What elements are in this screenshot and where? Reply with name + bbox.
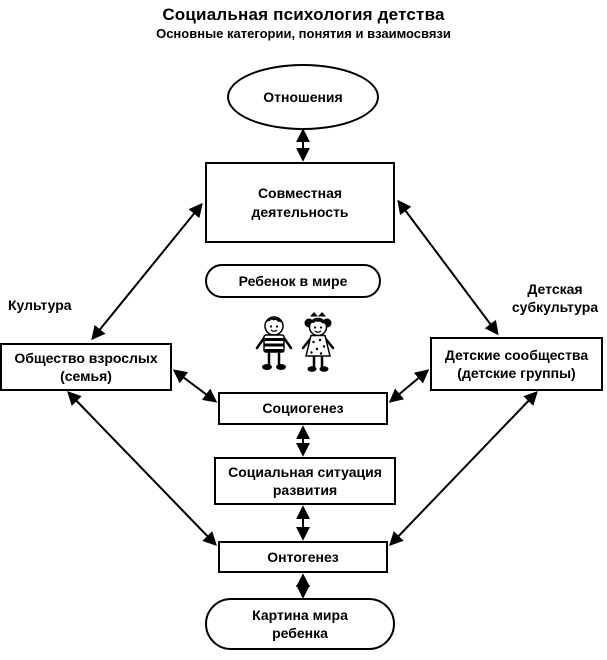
node-sociogenesis: Социогенез <box>218 392 388 425</box>
node-relations: Отношения <box>227 64 379 130</box>
arrow-child-communities-ontogenesis <box>389 390 538 547</box>
node-joint-activity: Совместная деятельность <box>205 162 395 243</box>
node-ontogenesis: Онтогенез <box>218 541 388 573</box>
arrow-joint-activity-child-communities <box>397 199 499 336</box>
arrow-adult-society-sociogenesis <box>172 369 218 403</box>
node-adult-society: Общество взрослых (семья) <box>0 343 172 391</box>
girl-figure <box>301 312 335 372</box>
diagram-title: Социальная психология детства <box>162 5 445 24</box>
node-child-communities: Детские сообщества (детские группы) <box>430 337 603 391</box>
node-child-in-world: Ребенок в мире <box>205 264 381 298</box>
diagram-subtitle: Основные категории, понятия и взаимосвяз… <box>156 26 451 41</box>
arrow-sociogenesis-child-communities <box>388 369 430 403</box>
arrow-joint-activity-adult-society <box>91 202 203 341</box>
node-social-situation: Социальная ситуация развития <box>214 457 396 505</box>
label-child-subculture: Детская субкультура <box>511 281 599 316</box>
arrow-adult-society-ontogenesis <box>67 390 217 547</box>
label-culture: Культура <box>8 297 72 313</box>
children-illustration <box>250 308 345 382</box>
node-world-picture: Картина мира ребенка <box>205 598 395 650</box>
boy-figure <box>255 316 293 370</box>
